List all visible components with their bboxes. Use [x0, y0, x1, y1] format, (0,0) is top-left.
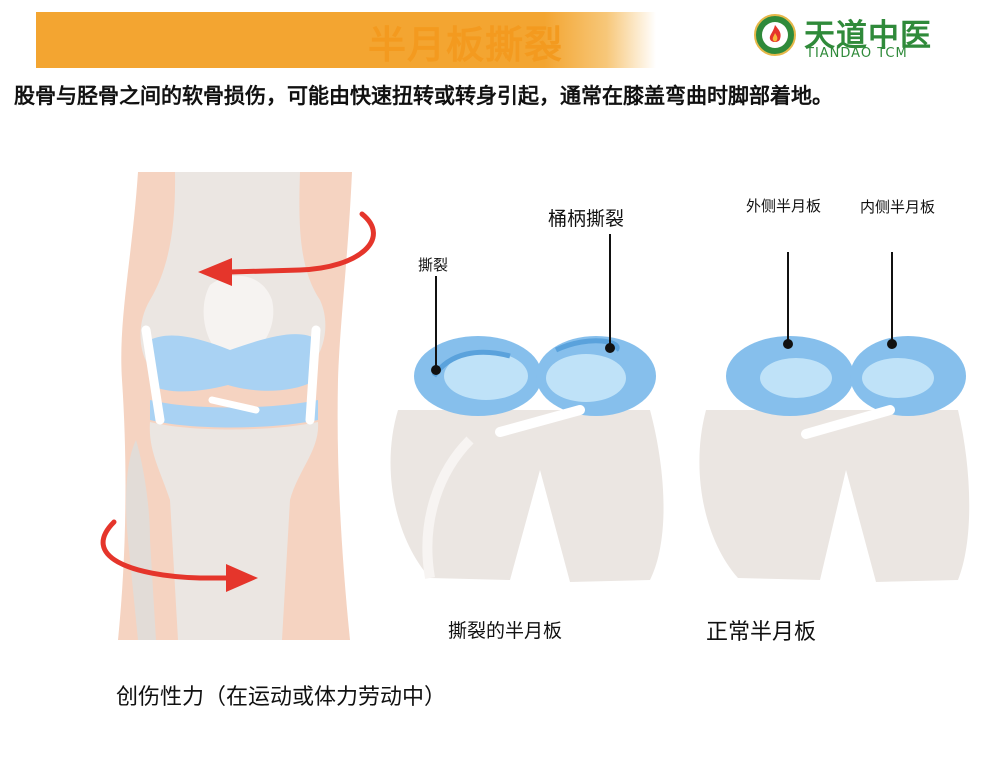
label-medial-meniscus: 内侧半月板: [860, 198, 936, 216]
caption-trauma: 创伤性力（在运动或体力劳动中）: [116, 685, 447, 710]
label-tear: 撕裂: [418, 256, 449, 274]
logo-text: 天道中医: [804, 18, 932, 54]
logo-subtext: TIANDAO TCM: [806, 46, 908, 61]
caption-torn-meniscus: 撕裂的半月板: [448, 620, 563, 642]
description-text: 股骨与胫骨之间的软骨损伤，可能由快速扭转或转身引起，通常在膝盖弯曲时脚部着地。: [14, 84, 833, 108]
rotation-arrow-upper: [198, 211, 376, 286]
label-lateral-meniscus: 外侧半月板: [746, 197, 822, 215]
pointer-lateral: [783, 252, 793, 349]
pointer-bucket-handle: [605, 234, 615, 353]
knee-anatomy: [118, 172, 352, 640]
rotation-arrow-lower: [100, 519, 258, 592]
header-banner: [36, 12, 656, 68]
normal-meniscus-diagram: [699, 336, 970, 582]
label-bucket-handle-tear: 桶柄撕裂: [548, 208, 625, 230]
logo-flame-icon: [754, 14, 796, 56]
page-title: 半月板撕裂: [368, 23, 564, 67]
pointer-tear: [431, 276, 441, 375]
pointer-medial: [887, 252, 897, 349]
torn-meniscus-diagram: [390, 336, 664, 582]
caption-normal-meniscus: 正常半月板: [706, 620, 817, 645]
